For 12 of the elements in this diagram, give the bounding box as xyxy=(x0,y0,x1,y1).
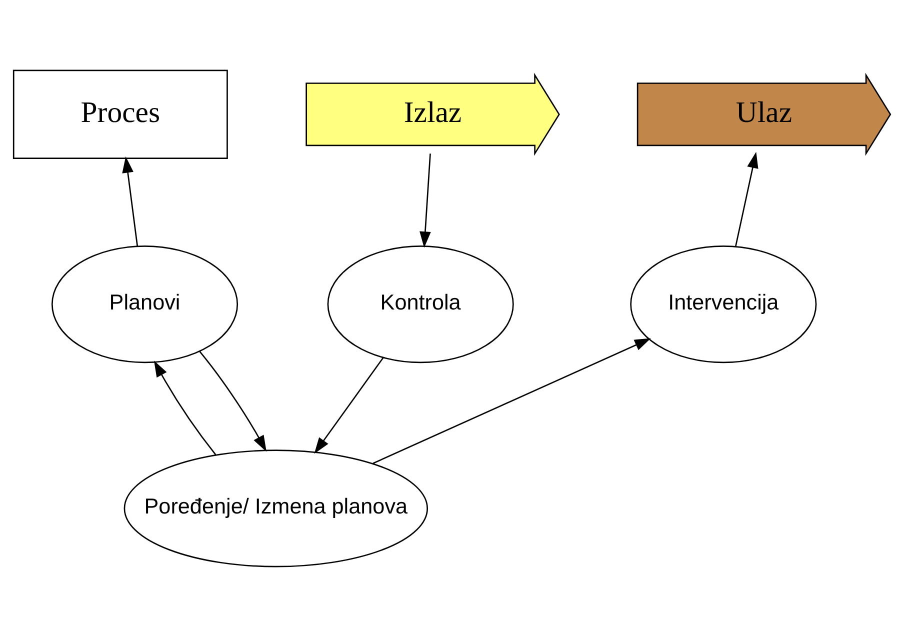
arrow xyxy=(372,338,651,464)
node-ellipse: Planovi xyxy=(51,245,238,363)
node-box: Proces xyxy=(12,69,228,158)
arrow xyxy=(154,360,216,455)
node-ellipse: Poređenje/ Izmena planova xyxy=(124,449,428,567)
arrow xyxy=(122,156,138,246)
arrow xyxy=(735,151,758,246)
node-ellipse: Kontrola xyxy=(327,245,514,363)
arrow xyxy=(420,153,431,248)
node-ellipse: Intervencija xyxy=(630,245,817,363)
arrow xyxy=(314,356,384,454)
arrow xyxy=(199,350,266,452)
